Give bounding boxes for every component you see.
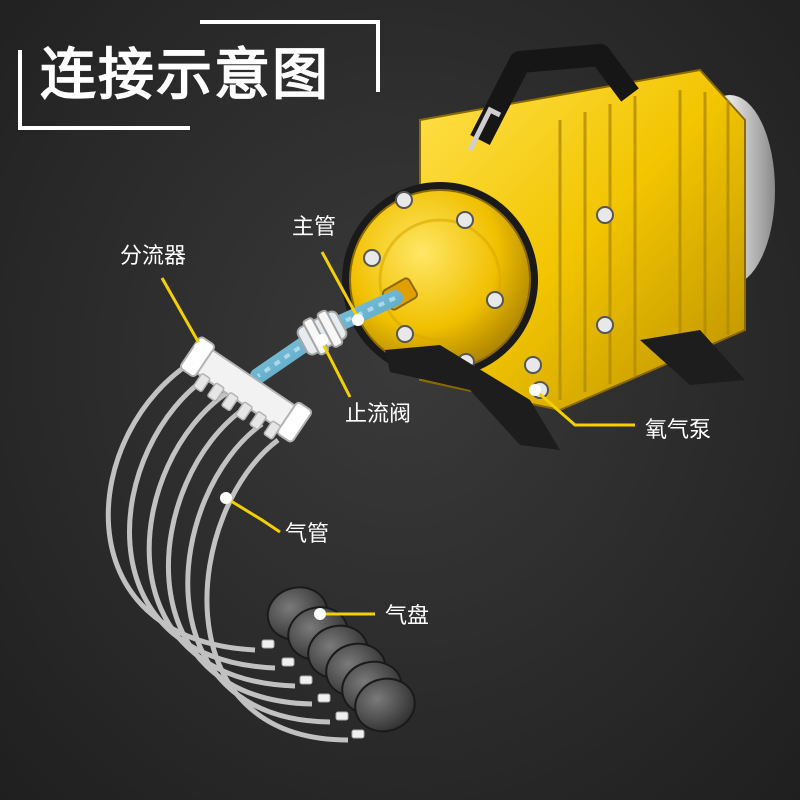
leader-air-tube bbox=[225, 496, 281, 534]
page-title: 连接示意图 bbox=[40, 43, 330, 108]
label-splitter: 分流器 bbox=[120, 244, 187, 269]
leader-splitter bbox=[160, 277, 202, 346]
title-frame-left-bracket bbox=[18, 50, 190, 130]
title-frame bbox=[18, 20, 380, 130]
leader-oxygen-pump bbox=[534, 388, 635, 427]
air-stones bbox=[261, 586, 416, 739]
pump-handle bbox=[470, 44, 639, 146]
leader-dots bbox=[194, 314, 541, 620]
label-oxygen-pump: 氧气泵 bbox=[645, 418, 712, 443]
oxygen-pump bbox=[342, 44, 775, 450]
label-check-valve: 止流阀 bbox=[345, 402, 412, 427]
leader-main-tube bbox=[320, 251, 360, 319]
pump-foot-rear bbox=[640, 330, 745, 385]
pump-fins bbox=[558, 90, 730, 400]
label-main-tube: 主管 bbox=[292, 215, 337, 240]
leader-lines bbox=[160, 251, 635, 616]
leader-check-valve bbox=[320, 341, 352, 398]
air-tubes bbox=[105, 357, 349, 743]
label-air-tube: 气管 bbox=[285, 522, 330, 547]
title-frame-right-bracket bbox=[200, 20, 380, 92]
label-air-stone: 气盘 bbox=[385, 604, 430, 629]
pump-front-cap bbox=[349, 189, 531, 371]
pump-handle-clip bbox=[467, 106, 502, 152]
pump-foot-front bbox=[385, 345, 560, 450]
